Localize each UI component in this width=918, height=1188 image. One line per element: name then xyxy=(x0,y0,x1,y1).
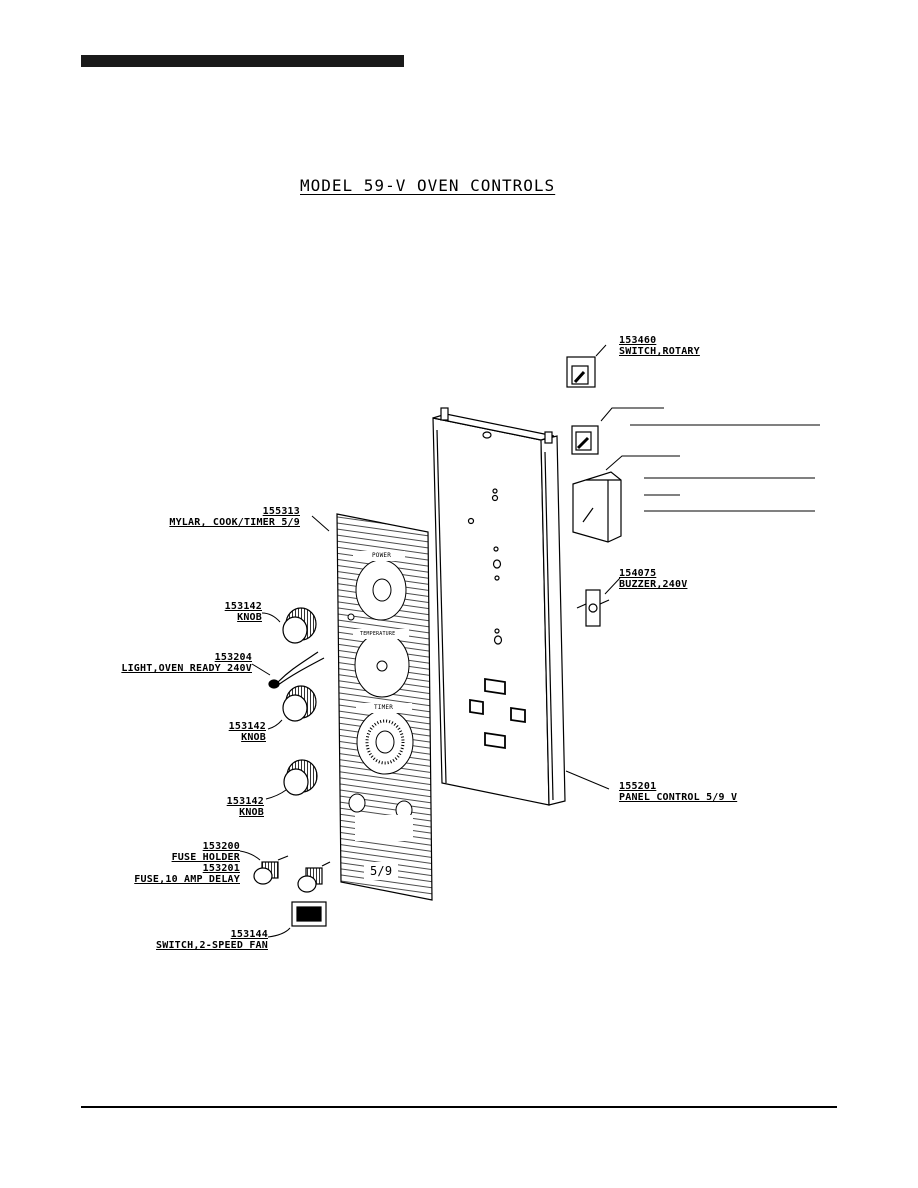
mylar-overlay-drawing xyxy=(336,513,433,901)
part-description: FUSE HOLDER xyxy=(171,852,240,863)
panel-size-marking: 5/9 xyxy=(370,864,393,878)
part-description: BUZZER,240V xyxy=(619,579,688,590)
part-number: 153204 xyxy=(214,652,252,663)
fan-switch-drawing xyxy=(291,901,327,927)
callout-switch-rotary: 153460 SWITCH,ROTARY xyxy=(619,335,700,357)
part-number: 153144 xyxy=(230,929,268,940)
rotary-switch-drawing xyxy=(566,356,599,455)
part-description: PANEL CONTROL 5/9 V xyxy=(619,792,738,803)
dial-label-power: POWER xyxy=(372,552,392,559)
part-number: 153142 xyxy=(228,721,266,732)
part-number: 153201 xyxy=(202,863,240,874)
part-number: 154075 xyxy=(619,568,657,579)
callout-knob-3: 153142 KNOB xyxy=(184,796,264,818)
callout-knob-1: 153142 KNOB xyxy=(180,601,262,623)
callout-fuse-holder: 153200 FUSE HOLDER 153201 FUSE,10 AMP DE… xyxy=(108,841,240,885)
footer-rule xyxy=(81,1106,837,1108)
part-description: KNOB xyxy=(237,612,262,623)
knob-1-drawing xyxy=(282,607,317,644)
diagram-title: MODEL 59-V OVEN CONTROLS xyxy=(300,176,556,195)
control-panel-drawing xyxy=(432,407,566,806)
part-number: 153200 xyxy=(202,841,240,852)
part-description: SWITCH,2-SPEED FAN xyxy=(156,940,268,951)
knob-2-drawing xyxy=(282,685,317,722)
callout-fan-switch: 153144 SWITCH,2-SPEED FAN xyxy=(124,929,268,951)
part-description: KNOB xyxy=(241,732,266,743)
callout-mylar: 155313 MYLAR, COOK/TIMER 5/9 xyxy=(140,506,300,528)
timer-box-drawing xyxy=(572,471,622,543)
part-description: KNOB xyxy=(239,807,264,818)
buzzer-drawing xyxy=(576,589,610,627)
knob-3-drawing xyxy=(283,759,318,796)
part-number: 155201 xyxy=(619,781,657,792)
dial-label-temperature: TEMPERATURE xyxy=(360,631,396,637)
part-number: 155313 xyxy=(262,506,300,517)
leader-lines xyxy=(239,344,820,938)
callout-light: 153204 LIGHT,OVEN READY 240V xyxy=(100,652,252,674)
dial-label-timer: TIMER xyxy=(374,704,394,711)
part-description: LIGHT,OVEN READY 240V xyxy=(121,663,252,674)
part-description: SWITCH,ROTARY xyxy=(619,346,700,357)
part-number: 153460 xyxy=(619,335,657,346)
callout-knob-2: 153142 KNOB xyxy=(186,721,266,743)
header-bar xyxy=(81,55,404,67)
callout-panel-control: 155201 PANEL CONTROL 5/9 V xyxy=(619,781,737,803)
part-description: FUSE,10 AMP DELAY xyxy=(134,874,240,885)
fuse-holder-drawing xyxy=(253,855,331,893)
part-number: 153142 xyxy=(224,601,262,612)
callout-buzzer: 154075 BUZZER,240V xyxy=(619,568,687,590)
oven-light-drawing xyxy=(268,651,325,689)
part-description: MYLAR, COOK/TIMER 5/9 xyxy=(169,517,300,528)
part-number: 153142 xyxy=(226,796,264,807)
